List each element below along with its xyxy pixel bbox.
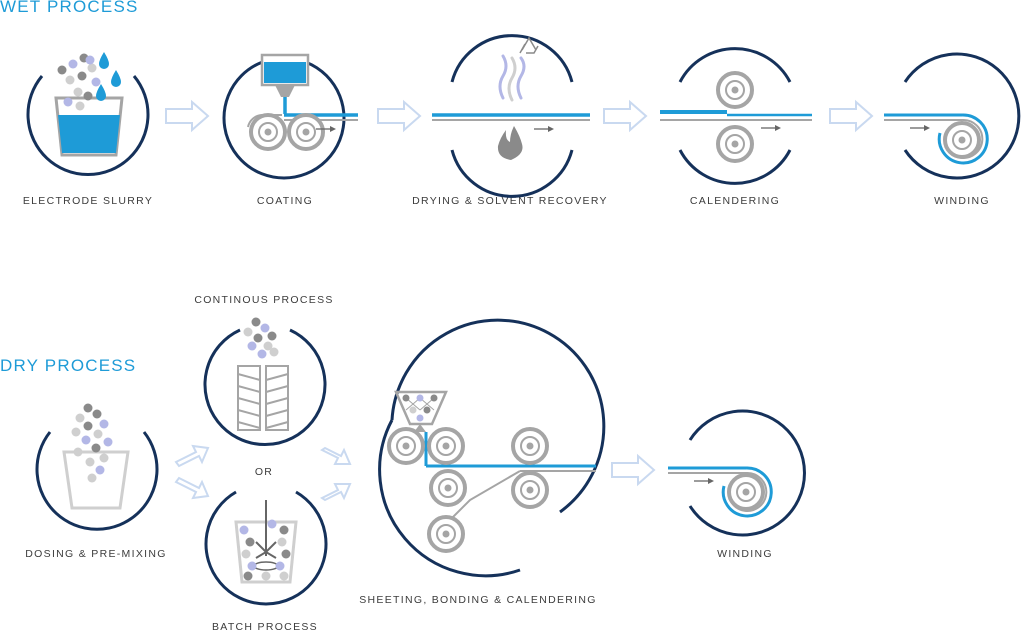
- recycle-icon: [519, 36, 539, 54]
- winding-dry-icon: [668, 409, 806, 537]
- label-winding-wet: WINDING: [934, 195, 990, 207]
- label-drying: DRYING & SOLVENT RECOVERY: [412, 195, 608, 207]
- mixer-icon: [204, 490, 328, 606]
- screw-extruder-icon: [203, 317, 327, 446]
- drying-icon: [432, 34, 590, 198]
- coating-icon: [222, 53, 358, 180]
- wet-process-title: WET PROCESS: [0, 0, 139, 16]
- label-sheeting: SHEETING, BONDING & CALENDERING: [359, 594, 597, 606]
- dosing-icon: [35, 403, 159, 531]
- vapor-icon: [498, 54, 526, 102]
- electrode-slurry-icon: [26, 52, 150, 176]
- label-continuous-process: CONTINOUS PROCESS: [194, 294, 334, 306]
- label-coating: COATING: [256, 195, 314, 207]
- label-or: OR: [254, 466, 274, 478]
- label-electrode-slurry: ELECTRODE SLURRY: [22, 195, 154, 207]
- calendering-icon: [660, 47, 812, 185]
- label-calendering: CALENDERING: [689, 195, 781, 207]
- sheeting-icon: [378, 318, 606, 578]
- winding-wet-icon: [884, 52, 1021, 180]
- flame-icon: [497, 126, 523, 160]
- label-winding-dry: WINDING: [717, 548, 773, 560]
- split-arrows: [174, 444, 352, 502]
- label-batch-process: BATCH PROCESS: [212, 621, 318, 633]
- dry-process-title: DRY PROCESS: [0, 356, 137, 375]
- label-dosing: DOSING & PRE-MIXING: [25, 548, 167, 560]
